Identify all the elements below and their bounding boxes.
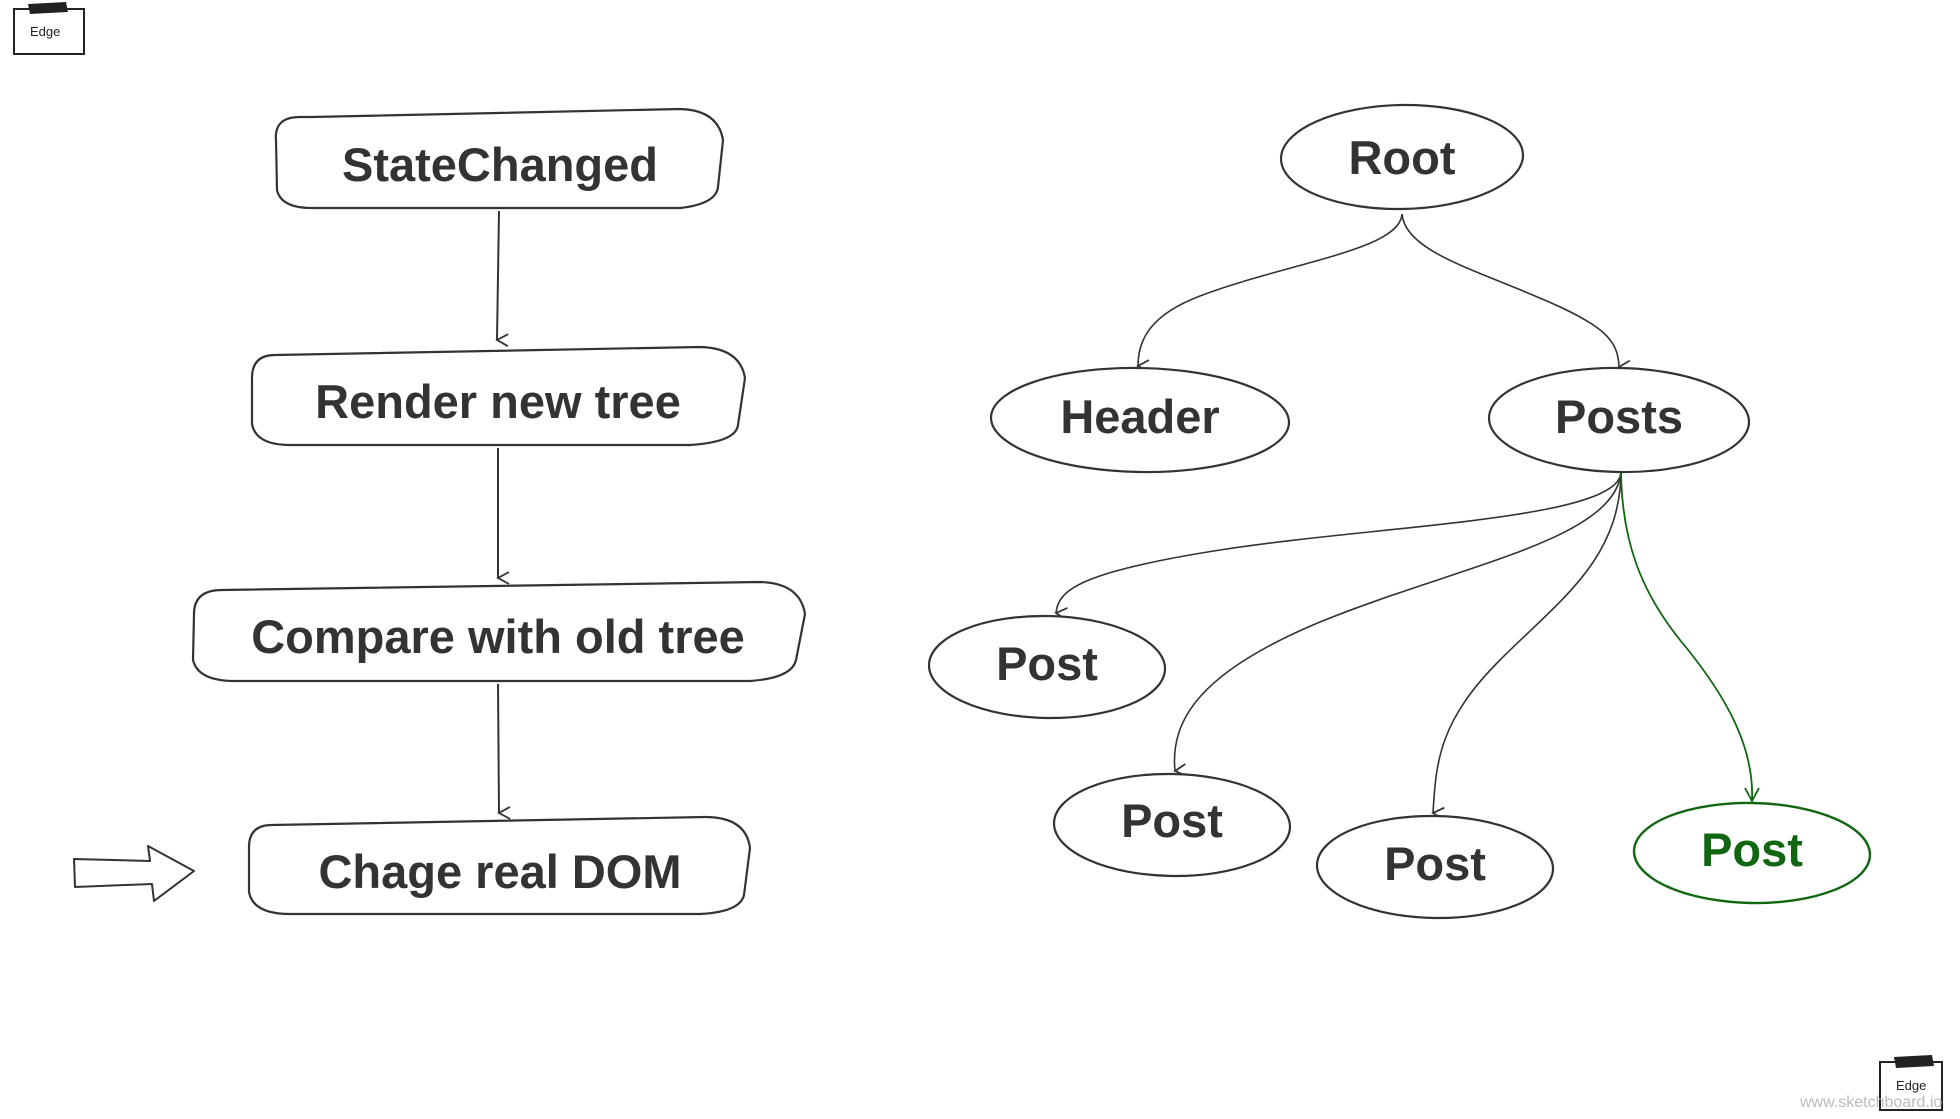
flow-step-label: Compare with old tree bbox=[251, 610, 745, 663]
watermark-text: www.sketchboard.io bbox=[1799, 1094, 1942, 1111]
tree-node-label: Header bbox=[1060, 390, 1219, 443]
tree-node-label: Post bbox=[1121, 794, 1223, 847]
tree-diagram: Root Header Posts Post Post Post Post bbox=[927, 103, 1872, 920]
tree-node-header: Header bbox=[989, 366, 1291, 474]
tree-edge bbox=[1054, 471, 1622, 621]
tree-node-label: Post bbox=[996, 637, 1098, 690]
tree-node-posts: Posts bbox=[1487, 366, 1751, 474]
flow-step-label: Render new tree bbox=[315, 375, 681, 428]
tree-edge bbox=[1401, 213, 1631, 374]
tree-node-label: Post bbox=[1384, 837, 1486, 890]
tree-node-label: Post bbox=[1701, 823, 1803, 876]
tree-edge-highlighted bbox=[1620, 471, 1753, 801]
tree-edge bbox=[1173, 471, 1622, 777]
edge-badge-top-left: Edge bbox=[13, 2, 85, 55]
flow-step-state-changed: StateChanged bbox=[274, 107, 725, 210]
flow-step-render-new-tree: Render new tree bbox=[250, 345, 747, 447]
edge-badge-label: Edge bbox=[30, 24, 60, 39]
tree-node-root: Root bbox=[1279, 103, 1525, 211]
flow-step-label: Chage real DOM bbox=[318, 845, 681, 898]
flowchart: StateChanged Render new tree Compare wit… bbox=[73, 107, 807, 916]
edge-badge-label: Edge bbox=[1896, 1078, 1926, 1093]
flow-arrow bbox=[495, 210, 509, 347]
tree-node-label: Posts bbox=[1555, 390, 1683, 443]
flow-step-change-real-dom: Chage real DOM bbox=[247, 815, 752, 916]
tree-edge bbox=[1136, 213, 1403, 373]
arrowhead bbox=[1744, 787, 1760, 803]
edge-badge-bottom-right: Edge bbox=[1879, 1055, 1943, 1111]
tree-node-post-highlighted: Post bbox=[1632, 801, 1872, 905]
flow-arrow bbox=[497, 683, 511, 820]
flow-step-label: StateChanged bbox=[342, 138, 658, 191]
tree-node-label: Root bbox=[1348, 131, 1455, 184]
tree-node-post: Post bbox=[927, 614, 1167, 720]
tree-node-post: Post bbox=[1052, 772, 1292, 878]
right-arrow-icon bbox=[73, 845, 195, 902]
flow-step-compare-old-tree: Compare with old tree bbox=[191, 580, 807, 683]
tree-edge bbox=[1431, 471, 1622, 821]
tree-node-post: Post bbox=[1315, 814, 1555, 920]
